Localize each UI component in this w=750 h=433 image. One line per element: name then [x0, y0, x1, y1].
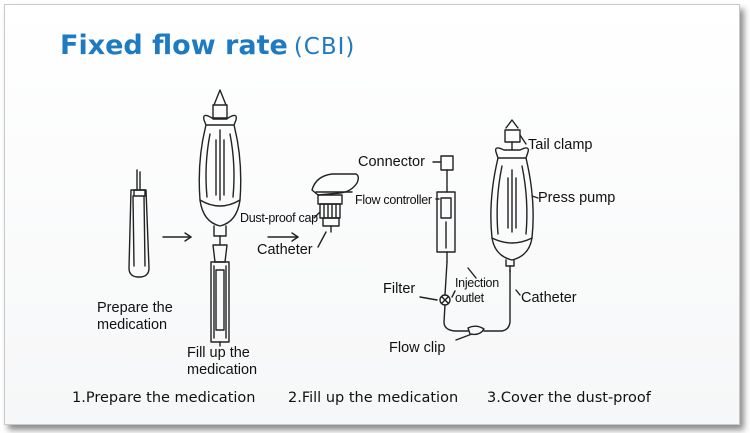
- arrow-step1: [162, 232, 192, 242]
- label-dust-proof-cap: Dust-proof cap: [240, 211, 318, 225]
- infusion-bottle-right: [490, 119, 539, 296]
- label-flow-controller: Flow controller: [355, 193, 432, 207]
- label-catheter-right: Catheter: [521, 290, 577, 306]
- step-caption-2: 2.Fill up the medication: [288, 390, 459, 406]
- medication-vial: [128, 169, 150, 278]
- label-outlet: outlet: [455, 291, 484, 305]
- label-tail-clamp: Tail clamp: [528, 137, 593, 153]
- label-press-pump: Press pump: [538, 190, 616, 206]
- title-main: Fixed flow rate: [60, 30, 288, 61]
- step-caption-3: 3.Cover the dust-proof: [487, 390, 651, 406]
- filling-syringe: [210, 235, 230, 347]
- image-frame: [4, 4, 740, 425]
- page-title: Fixed flow rate(CBI): [60, 30, 355, 61]
- infusion-set: [419, 155, 511, 341]
- step-caption-1: 1.Prepare the medication: [72, 390, 256, 406]
- label-prepare-line2: medication: [97, 317, 168, 333]
- arrow-step2: [267, 232, 299, 242]
- label-injection: Injection: [455, 276, 499, 290]
- label-flow-clip: Flow clip: [389, 340, 446, 356]
- label-connector: Connector: [358, 154, 425, 170]
- label-filter: Filter: [383, 281, 416, 297]
- label-fill-line1: Fill up the: [187, 345, 250, 361]
- label-fill-line2: medication: [187, 362, 258, 378]
- infusion-bottle-left: [198, 89, 242, 237]
- label-prepare-line1: Prepare the: [97, 300, 173, 316]
- dust-proof-cap: [311, 173, 359, 248]
- label-catheter-left: Catheter: [257, 242, 313, 258]
- title-sub: (CBI): [293, 34, 356, 60]
